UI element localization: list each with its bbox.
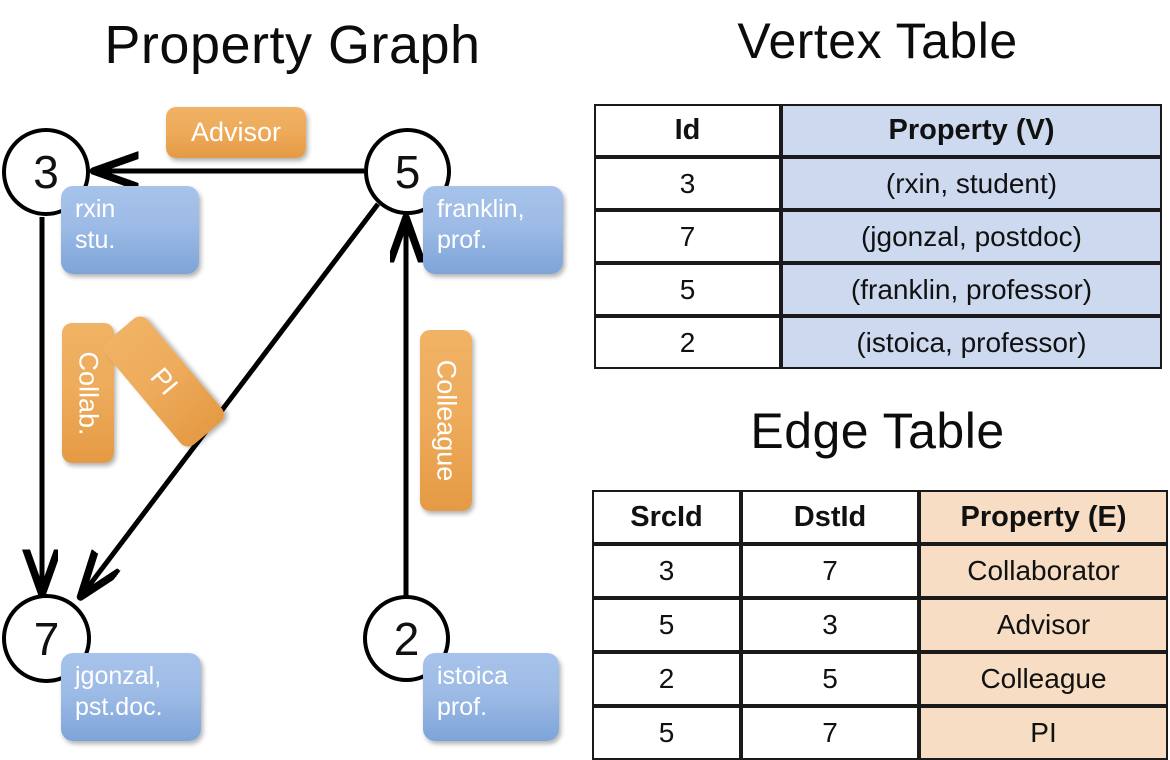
table-row: 2 (istoica, professor) [594, 316, 1162, 369]
vertex-table: Id Property (V) 3 (rxin, student) 7 (jgo… [594, 104, 1162, 369]
vertex-table-header-property: Property (V) [781, 104, 1162, 157]
edge-row-3-src: 5 [592, 706, 741, 760]
table-row: 5 7 PI [592, 706, 1168, 760]
edge-row-2-src: 2 [592, 652, 741, 706]
edge-label-pi-text: PI [144, 361, 185, 401]
graph-node-5-label: 5 [394, 145, 421, 198]
node-property-rxin-line2: stu. [75, 225, 116, 254]
vertex-row-0-property: (rxin, student) [781, 157, 1162, 210]
edge-label-advisor-text: Advisor [190, 117, 282, 147]
vertex-table-header-row: Id Property (V) [594, 104, 1162, 157]
edge-row-0-dst: 7 [741, 544, 919, 598]
node-property-jgonzal-line2: pst.doc. [75, 692, 163, 721]
graph-node-2[interactable]: 2 [363, 595, 450, 682]
node-property-jgonzal-line1: jgonzal, [75, 662, 162, 690]
page-title-property-graph: Property Graph [104, 15, 481, 75]
edge-row-3-dst: 7 [741, 706, 919, 760]
edge-row-0-property: Collaborator [919, 544, 1168, 598]
vertex-row-1-property: (jgonzal, postdoc) [781, 210, 1162, 263]
edge-row-1-dst: 3 [741, 598, 919, 652]
graph-node-3-label: 3 [33, 146, 59, 198]
vertex-row-2-id: 5 [594, 263, 781, 316]
edge-row-0-src: 3 [592, 544, 741, 598]
vertex-row-2-property: (franklin, professor) [781, 263, 1162, 316]
table-row: 7 (jgonzal, postdoc) [594, 210, 1162, 263]
edge-row-1-src: 5 [592, 598, 741, 652]
vertex-row-0-id: 3 [594, 157, 781, 210]
vertex-row-3-id: 2 [594, 316, 781, 369]
table-row: 5 (franklin, professor) [594, 263, 1162, 316]
node-property-box-jgonzal: jgonzal, pst.doc. [61, 653, 201, 741]
node-property-box-rxin: rxin stu. [61, 186, 199, 274]
edge-label-advisor: Advisor [166, 107, 306, 158]
node-property-franklin-line1: franklin, [437, 195, 525, 223]
edge-table: SrcId DstId Property (E) 3 7 Collaborato… [592, 490, 1168, 760]
property-graph-diagram: 3 5 7 2 rxin stu. franklin, prof. jgonza… [0, 0, 585, 760]
node-property-istoica-line1: istoica [437, 662, 508, 690]
graph-edge-lines [0, 0, 585, 760]
graph-node-7-label: 7 [33, 612, 60, 665]
node-property-box-istoica: istoica prof. [423, 653, 559, 741]
edge-row-3-property: PI [919, 706, 1168, 760]
node-property-box-franklin: franklin, prof. [423, 186, 563, 274]
edge-row-2-dst: 5 [741, 652, 919, 706]
graph-node-5[interactable]: 5 [364, 128, 451, 215]
vertex-row-1-id: 7 [594, 210, 781, 263]
edge-label-collab-text: Collab. [73, 350, 104, 436]
page-title-vertex-table: Vertex Table [737, 13, 1018, 69]
edge-line-5-to-7 [82, 202, 380, 595]
vertex-row-3-property: (istoica, professor) [781, 316, 1162, 369]
graph-node-2-label: 2 [393, 612, 420, 665]
edge-table-header-property: Property (E) [919, 490, 1168, 544]
vertex-table-header-id: Id [594, 104, 781, 157]
node-property-franklin-line2: prof. [437, 225, 488, 254]
table-row: 2 5 Colleague [592, 652, 1168, 706]
edge-table-header-row: SrcId DstId Property (E) [592, 490, 1168, 544]
table-row: 3 7 Collaborator [592, 544, 1168, 598]
edge-row-1-property: Advisor [919, 598, 1168, 652]
page-title-edge-table: Edge Table [750, 403, 1005, 459]
edge-table-header-srcid: SrcId [592, 490, 741, 544]
table-row: 3 (rxin, student) [594, 157, 1162, 210]
edge-label-colleague: Colleague [420, 330, 472, 511]
edge-table-header-dstid: DstId [741, 490, 919, 544]
edge-label-colleague-text: Colleague [431, 359, 462, 482]
node-property-rxin-line1: rxin [75, 195, 116, 223]
table-row: 5 3 Advisor [592, 598, 1168, 652]
node-property-istoica-line2: prof. [437, 692, 488, 721]
edge-row-2-property: Colleague [919, 652, 1168, 706]
